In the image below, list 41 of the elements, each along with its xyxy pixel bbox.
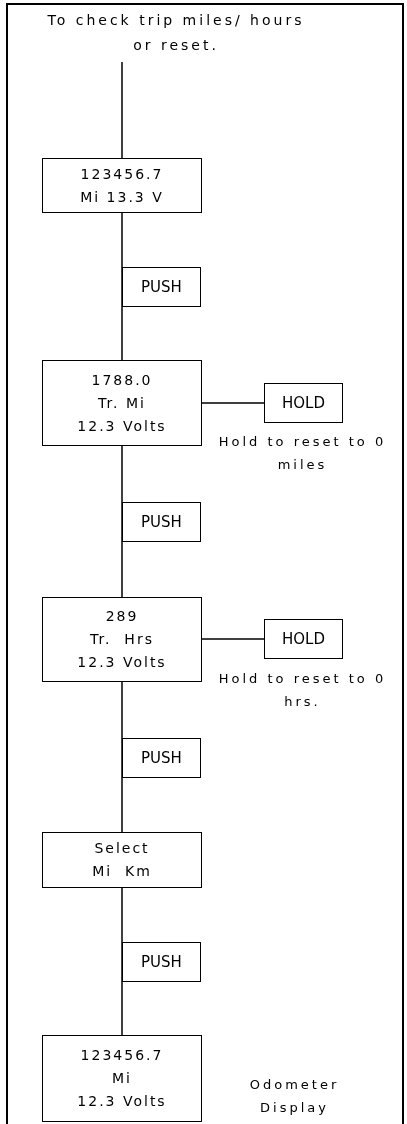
button-box [264,619,343,659]
note-text: Hold to reset to 0 miles [217,433,388,474]
display-reading: Tr. Mi [98,393,146,413]
display-reading: 123456.7 [80,1046,164,1065]
button-box [122,267,201,307]
connector-line [121,61,123,159]
display-reading: 12.3 Volts [77,416,167,436]
button-box [122,502,201,542]
connector-line [121,212,123,361]
connector-line [121,887,123,1036]
display-reading: Mi [112,1069,132,1088]
button-label: HOLD [282,392,325,414]
display-reading: Select [94,839,150,858]
display-screen [42,360,202,446]
display-reading: 12.3 Volts [77,1092,167,1111]
display-reading: 1788.0 [91,370,153,390]
button-label: PUSH [141,951,182,973]
connector-line [201,402,265,404]
button-box [122,738,201,778]
display-reading: 123456.7 [80,164,164,184]
note-text: Hold to reset to 0 hrs. [217,670,388,711]
connector-line [201,638,265,640]
button-box [264,383,343,423]
display-reading: 12.3 Volts [77,653,167,672]
display-reading: Tr. Hrs [90,630,154,649]
display-screen [42,1035,202,1122]
instruction-text: To check trip miles/ hours or reset. [46,11,306,55]
button-label: PUSH [141,276,182,298]
connector-line [121,681,123,833]
caption-text: Odometer Display [248,1076,341,1117]
display-screen [42,158,202,213]
button-box [122,942,201,982]
connector-line [121,445,123,598]
button-label: PUSH [141,511,182,533]
display-reading: Mi Km [92,862,152,881]
display-reading: Mi 13.3 V [80,187,164,207]
display-screen [42,597,202,682]
button-label: HOLD [282,628,325,650]
display-reading: 289 [105,607,139,626]
button-label: PUSH [141,747,182,769]
display-screen [42,832,202,888]
